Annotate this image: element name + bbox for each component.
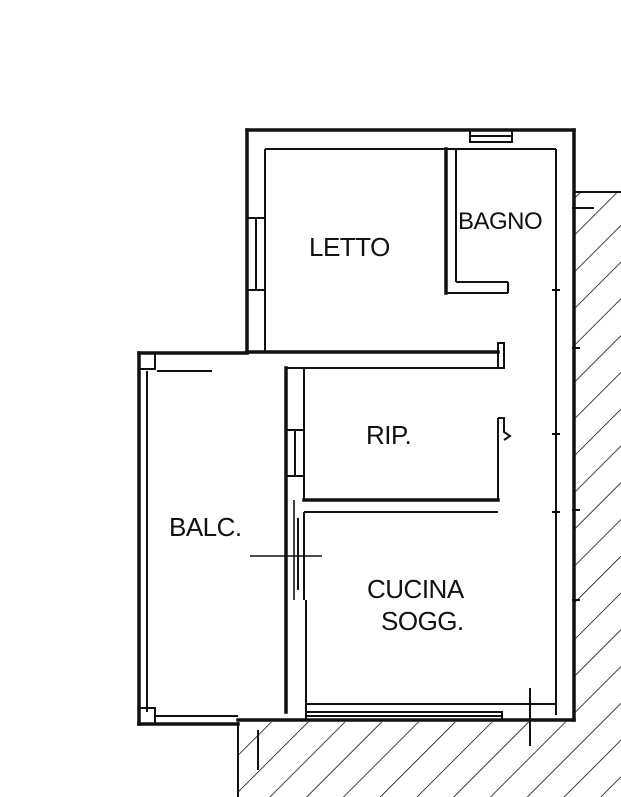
bathroom-walls [444, 129, 513, 295]
room-label-bagno: BAGNO [458, 208, 542, 235]
ripostiglio-walls [284, 366, 512, 714]
bottom-window [305, 711, 503, 721]
hatched-area-bottom [237, 722, 566, 797]
room-label-cucina: CUCINA [367, 574, 465, 604]
room-label-letto: LETTO [309, 232, 390, 262]
letto-rip-wall [245, 342, 505, 369]
room-label-ripostiglio: RIP. [366, 420, 411, 450]
kitchen-balcony-wall [250, 500, 322, 712]
room-label-soggiorno: SOGG. [381, 606, 464, 636]
right-wall-notches [257, 207, 594, 770]
room-label-balcone: BALC. [169, 512, 242, 542]
letto-window [246, 217, 266, 291]
